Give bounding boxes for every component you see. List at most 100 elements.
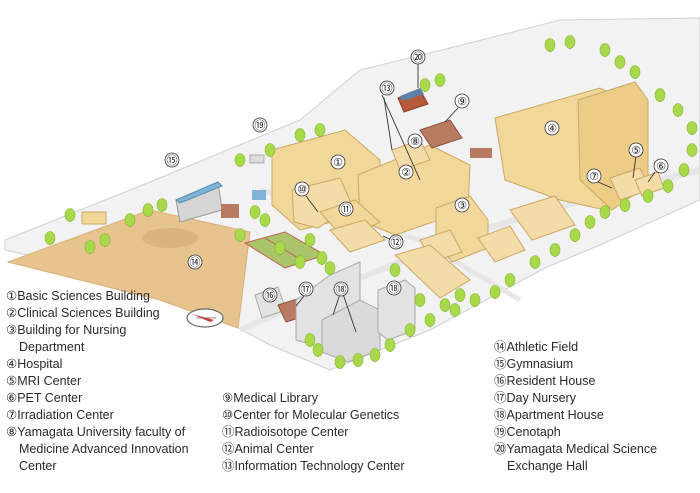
- svg-text:⑨: ⑨: [457, 95, 467, 108]
- campus-building: [509, 195, 576, 241]
- legend-item: ⑯Resident House: [494, 374, 596, 388]
- marker-8: ⑧: [407, 133, 423, 149]
- legend-item: ⑧Yamagata University faculty of: [6, 425, 186, 439]
- tree-icon: [454, 288, 466, 302]
- legend-item: ③Building for Nursing: [6, 323, 127, 337]
- svg-text:②: ②: [401, 166, 411, 179]
- tree-icon: [142, 203, 154, 217]
- compass-icon: [186, 308, 224, 328]
- legend-item: Exchange Hall: [507, 459, 588, 473]
- tree-icon: [334, 355, 346, 369]
- tree-icon: [686, 143, 698, 157]
- legend-buildings-2: ⑨Medical Library ⑩Center for Molecular G…: [222, 390, 405, 475]
- marker-13: ⑬: [379, 80, 395, 96]
- svg-text:⑱: ⑱: [389, 282, 400, 295]
- legend-item: ⑮Gymnasium: [494, 357, 574, 371]
- marker-1: ①: [330, 154, 346, 170]
- tree-icon: [234, 228, 246, 242]
- tree-icon: [384, 338, 396, 352]
- marker-11: ⑪: [338, 201, 354, 217]
- marker-5: ⑤: [628, 142, 644, 158]
- tree-icon: [156, 198, 168, 212]
- gymnasium-roof: [175, 181, 223, 204]
- map-markers: ① ② ③ ④ ⑤ ⑥ ⑦ ⑧ ⑨ ⑩ ⑪ ⑫ ⑬ ⑭ ⑮ ⑯ ⑰ ⑱ ⑱ ⑲ …: [164, 49, 669, 303]
- marker-16: ⑯: [262, 287, 278, 303]
- tree-icon: [259, 213, 271, 227]
- marker-3: ③: [454, 197, 470, 213]
- cenotaph: [249, 154, 265, 164]
- tree-icon: [314, 123, 326, 137]
- tree-icon: [419, 78, 431, 92]
- legend-item: ②Clinical Sciences Building: [6, 306, 160, 320]
- tree-icon: [629, 65, 641, 79]
- tree-icon: [686, 121, 698, 135]
- svg-text:⑦: ⑦: [589, 170, 599, 183]
- tree-icon: [84, 240, 96, 254]
- marker-6: ⑥: [653, 158, 669, 174]
- svg-text:⑭: ⑭: [190, 256, 201, 269]
- marker-12: ⑫: [388, 234, 404, 250]
- legend-item: Medicine Advanced Innovation: [19, 442, 189, 456]
- tree-icon: [304, 233, 316, 247]
- trees: [44, 35, 698, 369]
- marker-2: ②: [398, 164, 414, 180]
- tree-icon: [614, 55, 626, 69]
- svg-text:③: ③: [457, 199, 467, 212]
- svg-text:⑪: ⑪: [341, 203, 352, 216]
- tree-icon: [352, 353, 364, 367]
- tree-icon: [404, 323, 416, 337]
- tree-icon: [264, 143, 276, 157]
- tree-icon: [654, 88, 666, 102]
- tree-icon: [449, 303, 461, 317]
- legend-item: ⑬Information Technology Center: [222, 459, 405, 473]
- tree-icon: [294, 255, 306, 269]
- legend-item: ⑩Center for Molecular Genetics: [222, 408, 400, 422]
- annex-building: [470, 148, 492, 158]
- tree-icon: [389, 263, 401, 277]
- tree-icon: [469, 293, 481, 307]
- svg-text:⑰: ⑰: [301, 283, 312, 296]
- svg-text:⑧: ⑧: [410, 135, 420, 148]
- tree-icon: [544, 38, 556, 52]
- marker-17: ⑰: [298, 281, 314, 297]
- legend-item: ⑰Day Nursery: [494, 391, 576, 405]
- tree-icon: [304, 333, 316, 347]
- svg-text:⑥: ⑥: [656, 160, 666, 173]
- tree-icon: [99, 233, 111, 247]
- tree-icon: [569, 228, 581, 242]
- tree-icon: [274, 241, 286, 255]
- tree-icon: [124, 213, 136, 227]
- tree-icon: [529, 255, 541, 269]
- legend-item: Center: [19, 459, 57, 473]
- tree-icon: [312, 343, 324, 357]
- legend-item: ⑥PET Center: [6, 391, 83, 405]
- animal-center-building: [329, 219, 386, 253]
- svg-text:⑱: ⑱: [336, 283, 347, 296]
- svg-text:⑩: ⑩: [297, 183, 307, 196]
- tree-icon: [64, 208, 76, 222]
- marker-10: ⑩: [294, 181, 310, 197]
- svg-text:①: ①: [333, 156, 343, 169]
- tree-icon: [414, 293, 426, 307]
- tree-icon: [316, 251, 328, 265]
- exchange-hall-roof: [400, 88, 424, 101]
- legend-item: ⑭Athletic Field: [494, 340, 579, 354]
- legend-buildings-1: ①Basic Sciences Building ②Clinical Scien…: [6, 288, 189, 475]
- legend-item: ⑪Radioisotope Center: [222, 425, 349, 439]
- athletic-field-track: [142, 228, 198, 248]
- tree-icon: [599, 205, 611, 219]
- tree-icon: [584, 215, 596, 229]
- legend-item: ⑱Apartment House: [494, 408, 604, 422]
- marker-4: ④: [544, 120, 560, 136]
- tree-icon: [662, 179, 674, 193]
- tree-icon: [424, 313, 436, 327]
- tree-icon: [549, 243, 561, 257]
- svg-text:⑮: ⑮: [167, 154, 178, 167]
- svg-text:⑲: ⑲: [255, 119, 266, 132]
- legend-item: ⑨Medical Library: [222, 391, 318, 405]
- marker-14: ⑭: [187, 254, 203, 270]
- small-building: [252, 190, 266, 200]
- tree-icon: [434, 73, 446, 87]
